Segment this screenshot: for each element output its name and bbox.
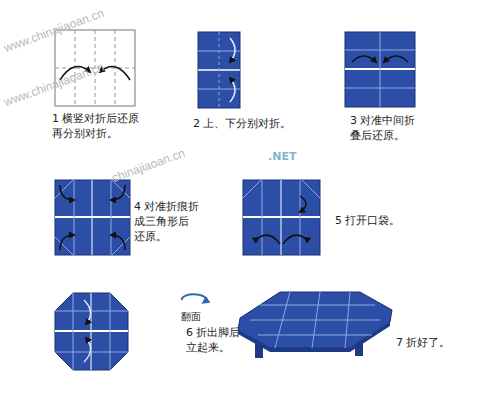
- illustration-part-part: [55, 311, 128, 312]
- step2-paper-part: [230, 38, 235, 62]
- illustration-part-part: [260, 305, 375, 306]
- step5-paper-part: [281, 180, 282, 255]
- step6-paper-part: [55, 293, 128, 370]
- illustration-part: [250, 292, 380, 348]
- illustration-part-part: [262, 180, 263, 255]
- step6-paper: [55, 293, 128, 370]
- step4-paper-part: [60, 185, 74, 200]
- flip-icon-part: [182, 294, 206, 302]
- step6-paper-part: [84, 300, 91, 324]
- illustration-part-part: [73, 293, 74, 370]
- illustration-part-part: [55, 237, 73, 255]
- step-caption: 3 对准中间折 叠后还原。: [350, 114, 435, 144]
- step6-paper-part: [91, 293, 92, 370]
- illustration-part-part: [219, 32, 220, 108]
- illustration-part-part: [111, 180, 112, 255]
- step5-paper-part: [300, 196, 306, 212]
- step6-paper-part: [84, 338, 91, 362]
- illustration-part: [243, 180, 320, 255]
- illustration-part-part: [110, 293, 111, 370]
- step3-paper: [345, 32, 415, 107]
- illustration-part-part: [112, 237, 130, 255]
- illustration-part-part: [258, 335, 372, 336]
- illustration-part: [55, 293, 128, 370]
- step4-paper: [55, 180, 130, 255]
- step3-paper-part: [352, 56, 376, 62]
- illustration-part-part: [380, 32, 381, 107]
- step-caption: 6 折出脚后 立起来。: [186, 326, 256, 356]
- watermark: chinajiaoan.cn: [110, 146, 187, 185]
- illustration-part-part: [345, 88, 415, 89]
- illustration-part-part: [74, 180, 75, 255]
- flip-label: 翻面: [181, 310, 201, 324]
- illustration-part-part: [345, 292, 350, 348]
- step2-paper-part: [230, 78, 235, 102]
- step5-paper-part: [258, 235, 280, 244]
- step4-paper-part: [60, 235, 74, 250]
- watermark: .NET: [268, 150, 296, 163]
- step2-paper-part: [198, 32, 240, 108]
- step4-paper-part: [92, 180, 93, 255]
- illustration-part: [198, 32, 240, 108]
- step5-paper: [243, 180, 320, 255]
- illustration-part-part: [275, 292, 290, 348]
- step-caption: 1 横竖对折后还原 再分别对折。: [52, 112, 152, 142]
- illustration-part-part: [345, 50, 415, 51]
- step4-paper-part: [111, 185, 125, 200]
- step5-paper-part: [243, 180, 320, 255]
- step3-paper-part: [384, 56, 408, 62]
- finished-table: [238, 292, 392, 358]
- step-caption: 7 折好了。: [396, 336, 474, 351]
- step-caption: 4 对准折痕折 成三角形后 还原。: [134, 200, 214, 245]
- step3-paper-part: [345, 32, 415, 107]
- step-caption: 5 打开口袋。: [335, 214, 435, 229]
- illustration-part-part: [243, 180, 261, 198]
- step5-paper-part: [283, 235, 305, 244]
- illustration-part: [55, 180, 130, 255]
- illustration-part: [345, 32, 415, 107]
- illustration-part-part: [302, 180, 320, 198]
- step-caption: 2 上、下分别对折。: [193, 117, 323, 132]
- flip-icon: [182, 294, 206, 302]
- step2-paper: [198, 32, 240, 108]
- illustration-part-part: [55, 180, 73, 198]
- illustration-part-part: [300, 180, 301, 255]
- illustration-part-part: [312, 292, 320, 348]
- step4-paper-part: [55, 180, 130, 255]
- step4-paper-part: [111, 235, 125, 250]
- illustration-part-part: [55, 352, 128, 353]
- illustration-part-part: [250, 320, 380, 321]
